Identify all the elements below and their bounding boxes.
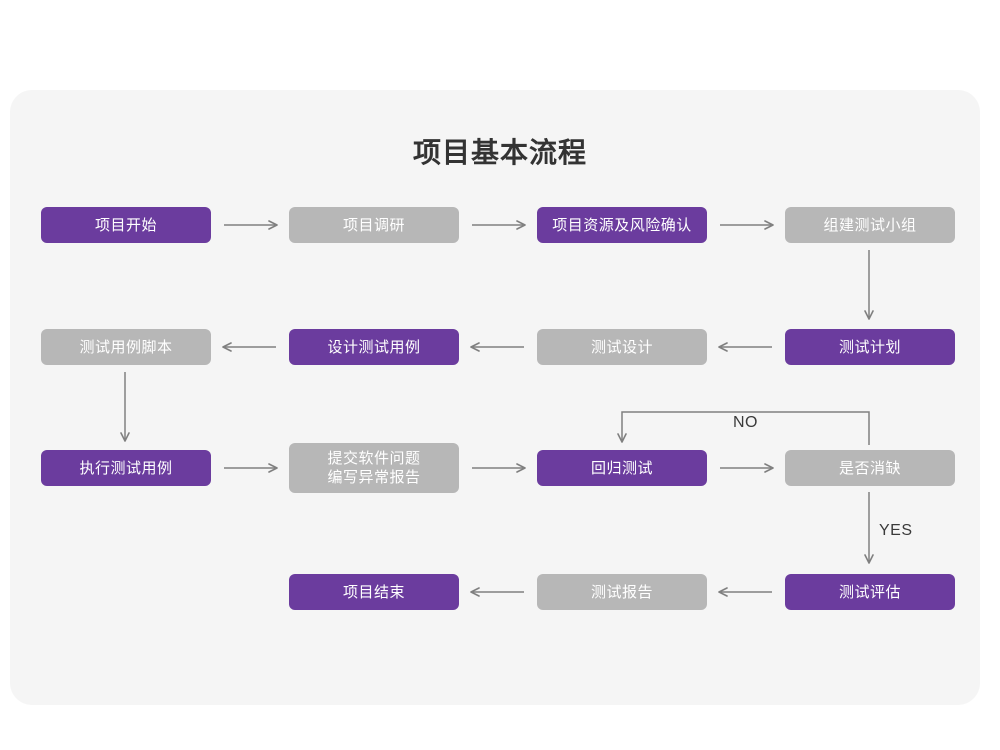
node-test-design[interactable]: 测试设计	[537, 329, 707, 365]
node-label: 执行测试用例	[79, 459, 173, 477]
node-defect-resolved[interactable]: 是否消缺	[785, 450, 955, 486]
node-project-start[interactable]: 项目开始	[41, 207, 211, 243]
node-label: 是否消缺	[838, 459, 901, 477]
node-test-evaluation[interactable]: 测试评估	[785, 574, 955, 610]
node-label: 测试用例脚本	[79, 338, 173, 356]
node-resource-risk-confirm[interactable]: 项目资源及风险确认	[537, 207, 707, 243]
edge-label-no: NO	[733, 414, 758, 431]
node-regression-test[interactable]: 回归测试	[537, 450, 707, 486]
node-label: 项目结束	[342, 583, 405, 601]
node-design-test-case[interactable]: 设计测试用例	[289, 329, 459, 365]
node-label: 测试计划	[838, 338, 901, 356]
node-label: 回归测试	[590, 459, 653, 477]
node-test-plan[interactable]: 测试计划	[785, 329, 955, 365]
node-project-end[interactable]: 项目结束	[289, 574, 459, 610]
node-submit-issue-report[interactable]: 提交软件问题 编写异常报告	[289, 443, 459, 493]
page-title: 项目基本流程	[412, 137, 587, 168]
flowchart-card	[10, 90, 980, 705]
node-test-case-script[interactable]: 测试用例脚本	[41, 329, 211, 365]
node-label: 设计测试用例	[327, 338, 421, 356]
node-build-test-team[interactable]: 组建测试小组	[785, 207, 955, 243]
node-label: 组建测试小组	[823, 216, 917, 234]
node-label: 项目开始	[94, 216, 157, 234]
edge-label-yes: YES	[879, 522, 913, 539]
node-label: 测试报告	[590, 583, 653, 601]
node-label: 提交软件问题 编写异常报告	[327, 450, 421, 486]
node-test-report[interactable]: 测试报告	[537, 574, 707, 610]
node-execute-test-case[interactable]: 执行测试用例	[41, 450, 211, 486]
node-project-research[interactable]: 项目调研	[289, 207, 459, 243]
node-label: 测试设计	[590, 338, 653, 356]
node-label: 测试评估	[838, 583, 901, 601]
node-label: 项目资源及风险确认	[552, 216, 692, 234]
node-label: 项目调研	[342, 216, 405, 234]
